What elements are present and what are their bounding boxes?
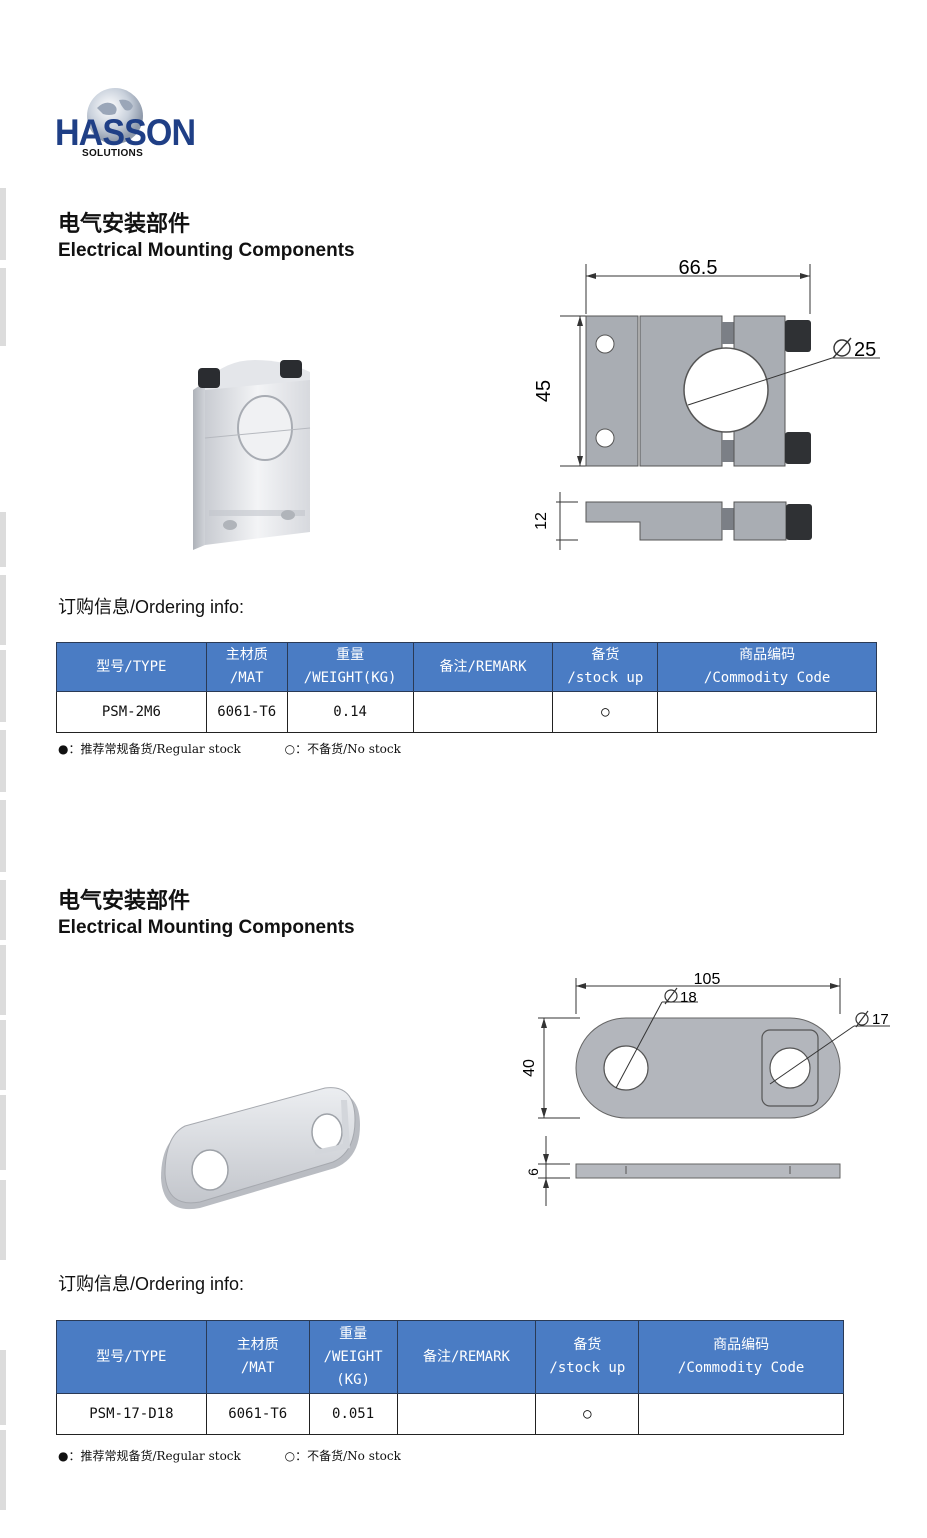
dim-height-label: 45 [533, 380, 555, 402]
dim-diameter-b-label: 17 [872, 1011, 889, 1028]
legend-regular: ●：推荐常规备货/Regular stock [58, 742, 241, 756]
ordering-table: 型号/TYPE 主材质/MAT 重量/WEIGHT(KG) 备注/REMARK … [56, 642, 877, 733]
section-title-cn: 电气安装部件 [58, 889, 191, 914]
cell-weight: 0.051 [308, 1393, 398, 1435]
ordering-info-label: 订购信息/Ordering info: [58, 1274, 245, 1294]
cell-mat: 6061-T6 [205, 691, 288, 733]
cell-code [657, 691, 877, 733]
table-row: PSM-17-D18 6061-T6 0.051 ○ [56, 1393, 844, 1435]
edge-mark [0, 1020, 6, 1090]
header-remark: 备注/REMARK [396, 1320, 537, 1394]
edge-mark [0, 880, 6, 940]
edge-mark [0, 730, 6, 792]
edge-mark [0, 800, 6, 872]
logo-wordmark: HASSON [55, 112, 196, 153]
table-row: PSM-2M6 6061-T6 0.14 ○ [56, 691, 877, 733]
header-weight: 重量/WEIGHT(KG) [308, 1320, 398, 1394]
cell-stock: ○ [535, 1393, 640, 1435]
legend-regular: ●：推荐常规备货/Regular stock [58, 1449, 241, 1463]
cell-remark [396, 1393, 537, 1435]
cell-code [638, 1393, 844, 1435]
dim-width-label: 105 [694, 971, 721, 988]
stock-legend: ●：推荐常规备货/Regular stock ○：不备货/No stock [58, 740, 441, 757]
logo-subtitle: SOLUTIONS [82, 148, 144, 159]
ordering-table: 型号/TYPE 主材质/MAT 重量/WEIGHT(KG) 备注/REMARK … [56, 1320, 844, 1435]
edge-mark [0, 268, 6, 346]
stock-legend: ●：推荐常规备货/Regular stock ○：不备货/No stock [58, 1447, 441, 1464]
header-mat: 主材质/MAT [205, 642, 288, 692]
table-header-row: 型号/TYPE 主材质/MAT 重量/WEIGHT(KG) 备注/REMARK … [56, 642, 877, 692]
header-weight: 重量/WEIGHT(KG) [286, 642, 414, 692]
technical-drawing-clamp: 66.5 45 25 12 [533, 257, 880, 550]
dim-thickness-label: 12 [533, 512, 550, 530]
edge-mark [0, 188, 6, 260]
globe-icon [87, 88, 143, 144]
ordering-info-label: 订购信息/Ordering info: [58, 597, 245, 617]
cell-remark [412, 691, 554, 733]
clamp-block-3d-image [193, 360, 311, 550]
header-stock: 备货/stock up [552, 642, 659, 692]
edge-mark [0, 512, 6, 567]
header-stock: 备货/stock up [535, 1320, 640, 1394]
flat-plate-3d-image [161, 1087, 360, 1210]
cell-type: PSM-17-D18 [56, 1393, 207, 1435]
cell-mat: 6061-T6 [205, 1393, 310, 1435]
dim-diameter-a-label: 18 [680, 989, 697, 1006]
header-code: 商品编码/Commodity Code [638, 1320, 844, 1394]
cell-weight: 0.14 [286, 691, 414, 733]
section-title-en: Electrical Mounting Components [58, 917, 355, 938]
edge-mark [0, 1180, 6, 1260]
section-title-en: Electrical Mounting Components [58, 240, 355, 261]
legend-none: ○：不备货/No stock [284, 1449, 401, 1463]
edge-mark [0, 650, 6, 722]
header-remark: 备注/REMARK [412, 642, 554, 692]
edge-mark [0, 1430, 6, 1510]
header-type: 型号/TYPE [56, 642, 207, 692]
dim-height-label: 40 [521, 1059, 538, 1077]
legend-none: ○：不备货/No stock [284, 742, 401, 756]
header-mat: 主材质/MAT [205, 1320, 310, 1394]
section-title-cn: 电气安装部件 [58, 212, 191, 237]
dim-diameter-label: 25 [854, 339, 876, 361]
header-type: 型号/TYPE [56, 1320, 207, 1394]
dim-thickness-label: 6 [525, 1168, 541, 1176]
cell-stock: ○ [552, 691, 659, 733]
hasson-logo: HASSON SOLUTIONS [55, 86, 196, 161]
technical-drawing-plate: 105 40 18 17 6 [521, 971, 890, 1206]
dim-width-label: 66.5 [679, 257, 718, 279]
table-header-row: 型号/TYPE 主材质/MAT 重量/WEIGHT(KG) 备注/REMARK … [56, 1320, 844, 1394]
edge-mark [0, 945, 6, 1015]
cell-type: PSM-2M6 [56, 691, 207, 733]
edge-mark [0, 1095, 6, 1170]
header-code: 商品编码/Commodity Code [657, 642, 877, 692]
edge-mark [0, 1350, 6, 1425]
edge-mark [0, 575, 6, 645]
